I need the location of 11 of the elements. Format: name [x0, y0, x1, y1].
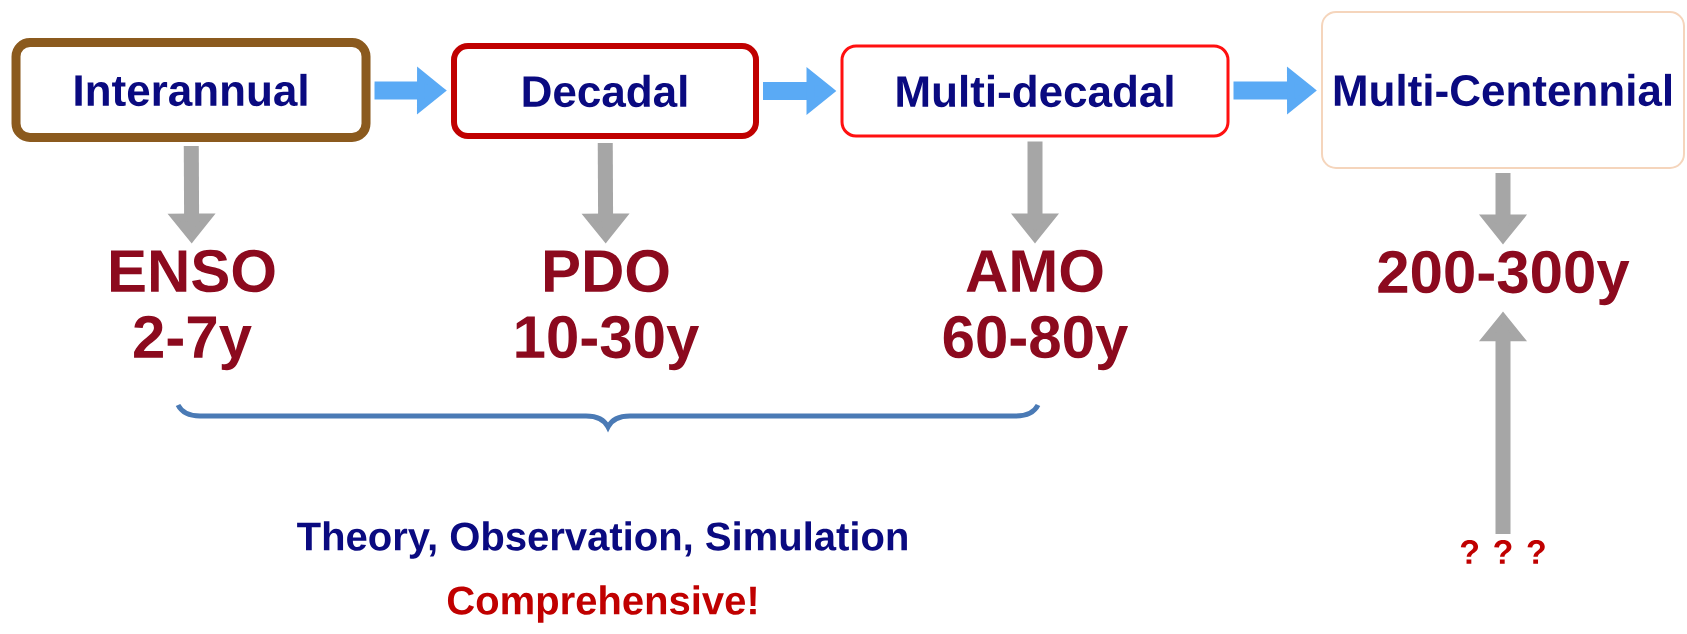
box: Interannual [11, 38, 371, 142]
box: Decadal [451, 43, 759, 139]
term-label: PDO 10-30y [516, 249, 700, 371]
question-marks: ? ? ? [1460, 540, 1545, 564]
term-label: ENSO 2-7y [111, 249, 275, 371]
summary-text: Theory, Observation, Simulation [297, 521, 907, 559]
box: Multi-Centennial [1321, 11, 1685, 169]
emphasis-text: Comprehensive! [447, 585, 756, 623]
term-label: 200-300y [1378, 250, 1630, 306]
term-label: AMO 60-80y [943, 249, 1129, 371]
box: Multi-decadal [840, 44, 1230, 138]
